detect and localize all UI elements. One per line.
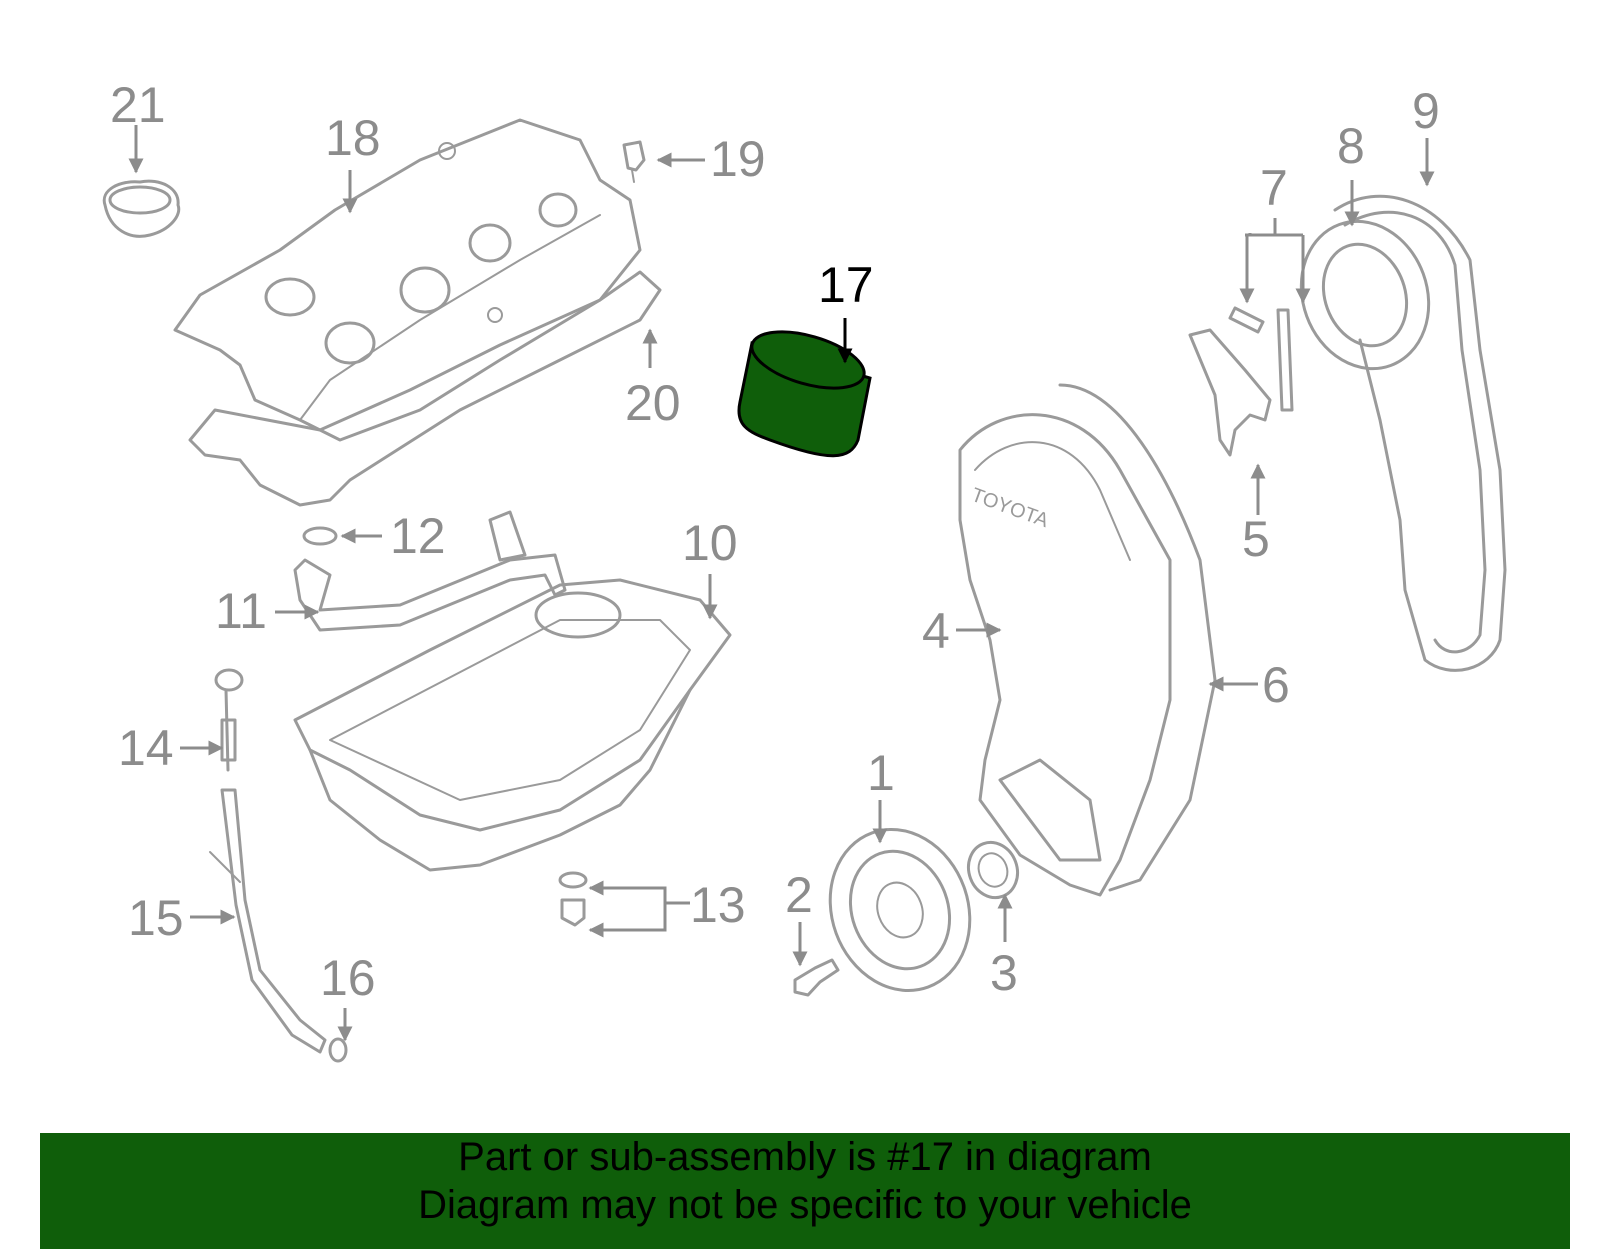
valve-cover[interactable]	[173, 118, 642, 442]
callout-7[interactable]: 7	[1260, 160, 1288, 216]
crank-pulley[interactable]	[808, 810, 992, 1011]
callout-8[interactable]: 8	[1337, 118, 1365, 174]
leader-lines	[128, 125, 1435, 1042]
timing-belt[interactable]	[1333, 194, 1507, 672]
dowel-pins[interactable]	[1228, 306, 1294, 412]
callout-6[interactable]: 6	[1262, 657, 1290, 713]
callout-11[interactable]: 11	[215, 583, 267, 639]
strainer-gasket[interactable]	[302, 526, 338, 546]
crank-seal[interactable]	[961, 835, 1025, 904]
banner-line-2: Diagram may not be specific to your vehi…	[418, 1183, 1192, 1227]
banner-line-1: Part or sub-assembly is #17 in diagram	[458, 1135, 1152, 1179]
timing-bracket[interactable]	[1188, 328, 1272, 457]
valve-cover-gasket[interactable]	[188, 270, 662, 507]
callout-17[interactable]: 17	[818, 257, 874, 313]
callout-3[interactable]: 3	[990, 945, 1018, 1001]
callout-18[interactable]: 18	[325, 110, 381, 166]
callout-15[interactable]: 15	[128, 890, 184, 946]
dipstick[interactable]	[214, 668, 244, 772]
callout-20[interactable]: 20	[625, 375, 681, 431]
oil-filler-cap[interactable]	[102, 179, 181, 238]
pulley-bolt[interactable]	[793, 958, 840, 997]
info-banner: Part or sub-assembly is #17 in diagram D…	[40, 1133, 1570, 1249]
timing-cover[interactable]: TOYOTA	[958, 413, 1172, 897]
callout-13[interactable]: 13	[690, 877, 746, 933]
callout-1[interactable]: 1	[867, 745, 895, 801]
callout-10[interactable]: 10	[682, 515, 738, 571]
callout-4[interactable]: 4	[922, 603, 950, 659]
callout-2[interactable]: 2	[785, 867, 813, 923]
callout-14[interactable]: 14	[118, 720, 174, 776]
callout-19[interactable]: 19	[710, 131, 766, 187]
callout-16[interactable]: 16	[320, 950, 376, 1006]
cam-sprocket[interactable]	[1281, 203, 1449, 386]
drain-plug[interactable]	[558, 871, 588, 927]
callout-5[interactable]: 5	[1242, 511, 1270, 567]
svg-text:TOYOTA: TOYOTA	[968, 484, 1052, 532]
oil-filter[interactable]	[737, 321, 872, 458]
dipstick-o-ring[interactable]	[328, 1037, 348, 1063]
dipstick-tube[interactable]	[209, 788, 327, 1054]
timing-cover-rear[interactable]	[1058, 383, 1217, 892]
callout-labels: 21 18 19 20 17 10 11 12 13 14 15 16 1 2 …	[110, 77, 1440, 1006]
cover-bolt[interactable]	[622, 140, 646, 183]
callout-9[interactable]: 9	[1412, 83, 1440, 139]
callout-21[interactable]: 21	[110, 77, 166, 133]
oil-pan[interactable]	[293, 578, 732, 872]
callout-12[interactable]: 12	[390, 508, 446, 564]
